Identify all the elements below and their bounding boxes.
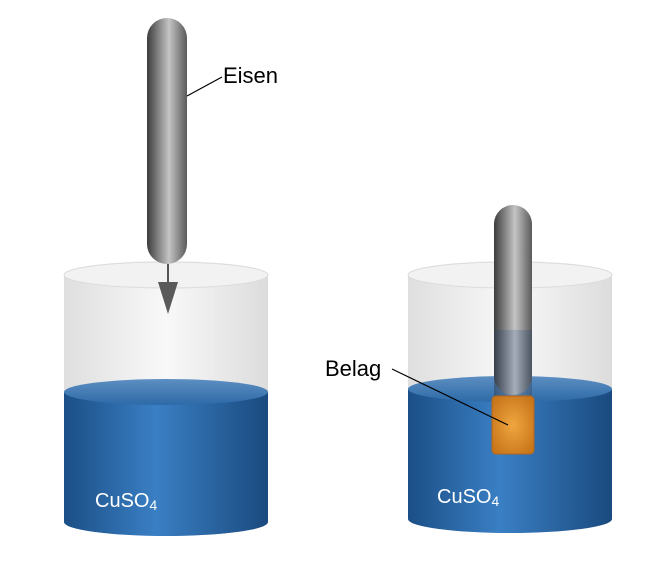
iron-label: Eisen [223, 63, 278, 88]
right-solution [408, 389, 612, 533]
left-solution-label: CuSO4 [95, 490, 157, 513]
arrow-head-icon [158, 282, 178, 314]
coating-leader-line [391, 368, 509, 426]
right-iron-rod [494, 205, 532, 398]
left-beaker [63, 261, 269, 536]
left-solution [64, 392, 268, 536]
left-solution-surface [64, 379, 268, 405]
insertion-arrow [158, 264, 178, 314]
coating-label: Belag [325, 356, 381, 381]
copper-coating [491, 395, 535, 455]
right-solution-label: CuSO4 [437, 486, 499, 509]
left-iron-rod [147, 18, 187, 264]
iron-leader-line [186, 76, 223, 97]
